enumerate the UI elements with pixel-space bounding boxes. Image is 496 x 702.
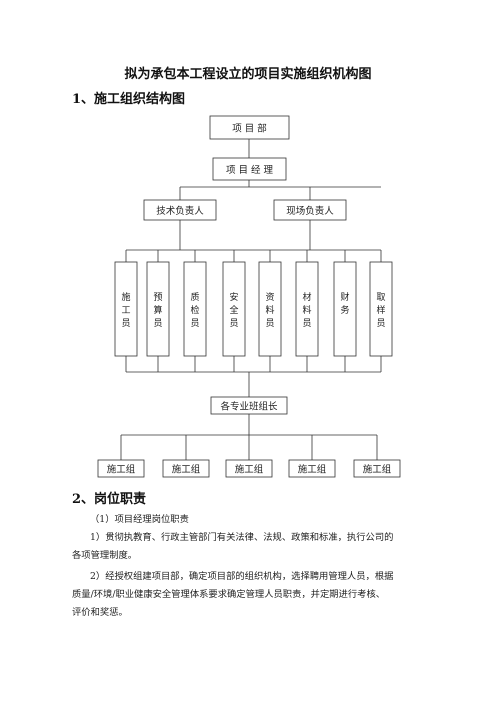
org-box-tech-lead: 技术负责人 — [143, 199, 217, 221]
document-title: 拟为承包本工程设立的项目实施组织机构图 — [124, 67, 372, 82]
duty-para-1-line-2: 各项管理制度。 — [72, 550, 138, 561]
org-label-staff-char: 取 — [376, 292, 385, 303]
org-label-staff-char: 安 — [229, 291, 238, 303]
org-label-staff-char: 算 — [153, 304, 162, 316]
org-box-work-group: 施工组 — [353, 459, 401, 478]
org-label-site-lead: 现场负责人 — [286, 205, 334, 217]
org-groups-row: 施工组 施工组 施工组 施工组 施工组 — [97, 459, 401, 478]
org-box-staff: 安全员 — [222, 261, 246, 357]
duty-para-2-line-2: 质量/环境/职业健康安全管理体系要求确定管理人员职责，并定期进行考核、 — [72, 589, 386, 600]
org-box-staff: 财务 — [333, 261, 357, 357]
org-label-staff-char: 材 — [302, 291, 311, 303]
org-label-staff-char: 预 — [153, 292, 162, 303]
org-box-staff: 取样员 — [369, 261, 393, 357]
org-label-staff-char: 员 — [376, 318, 385, 329]
org-label-work-group: 施工组 — [235, 464, 264, 476]
org-label-staff-char: 质 — [190, 291, 199, 303]
org-label-staff-char: 员 — [302, 318, 311, 329]
org-label-work-group: 施工组 — [172, 464, 201, 476]
org-label-staff-char: 工 — [121, 306, 130, 316]
duty-heading-manager: （1）项目经理岗位职责 — [90, 514, 189, 525]
org-box-project-manager: 项 目 经 理 — [212, 157, 287, 181]
org-label-staff-char: 员 — [190, 318, 199, 329]
org-label-tech-lead: 技术负责人 — [156, 205, 204, 217]
org-box-site-lead: 现场负责人 — [273, 199, 347, 221]
org-label-project-manager: 项 目 经 理 — [226, 164, 274, 176]
org-box-work-group: 施工组 — [97, 459, 145, 478]
org-label-staff-char: 施 — [121, 291, 130, 303]
org-label-staff-char: 财 — [340, 291, 349, 303]
duty-para-1-line-1: 1）贯彻执教育、行政主管部门有关法律、法规、政策和标准，执行公司的 — [90, 532, 394, 543]
org-label-work-group: 施工组 — [363, 464, 392, 476]
org-box-project-dept: 项 目 部 — [209, 115, 290, 140]
org-label-staff-char: 样 — [376, 304, 385, 316]
duty-para-2-line-1: 2）经授权组建项目部，确定项目部的组织机构，选择聘用管理人员，根据 — [90, 571, 394, 582]
org-label-staff-char: 料 — [302, 304, 311, 316]
org-chart: 项 目 部 项 目 经 理 技术负责人 现场负责人 施工员预算员质检员安全员资料… — [97, 115, 401, 478]
org-label-staff-char: 务 — [340, 304, 349, 316]
org-label-staff-char: 员 — [229, 318, 238, 329]
org-box-work-group: 施工组 — [225, 459, 273, 478]
section-heading-duties: 2、岗位职责 — [72, 492, 147, 507]
org-label-staff-char: 料 — [265, 304, 274, 316]
org-label-project-dept: 项 目 部 — [232, 123, 267, 135]
org-label-staff-char: 资 — [265, 292, 274, 303]
org-box-staff: 材料员 — [295, 261, 319, 357]
org-box-work-group: 施工组 — [288, 459, 336, 478]
org-label-staff-char: 员 — [265, 318, 274, 329]
org-label-staff-char: 员 — [153, 318, 162, 329]
org-label-staff-char: 全 — [229, 304, 238, 316]
section-heading-org-chart: 1、施工组织结构图 — [72, 92, 186, 107]
org-label-staff-char: 检 — [190, 304, 199, 316]
org-box-work-group: 施工组 — [162, 459, 210, 478]
org-box-staff: 资料员 — [258, 261, 282, 357]
org-box-staff: 质检员 — [183, 261, 207, 357]
org-label-work-group: 施工组 — [298, 464, 327, 476]
org-label-work-group: 施工组 — [107, 464, 136, 476]
org-box-team-leader: 各专业班组长 — [210, 396, 288, 415]
org-box-staff: 预算员 — [146, 261, 170, 357]
org-label-team-leader: 各专业班组长 — [220, 401, 278, 413]
duty-para-2-line-3: 评价和奖惩。 — [72, 607, 128, 618]
org-label-staff-char: 员 — [121, 318, 130, 329]
org-box-staff: 施工员 — [114, 261, 138, 357]
